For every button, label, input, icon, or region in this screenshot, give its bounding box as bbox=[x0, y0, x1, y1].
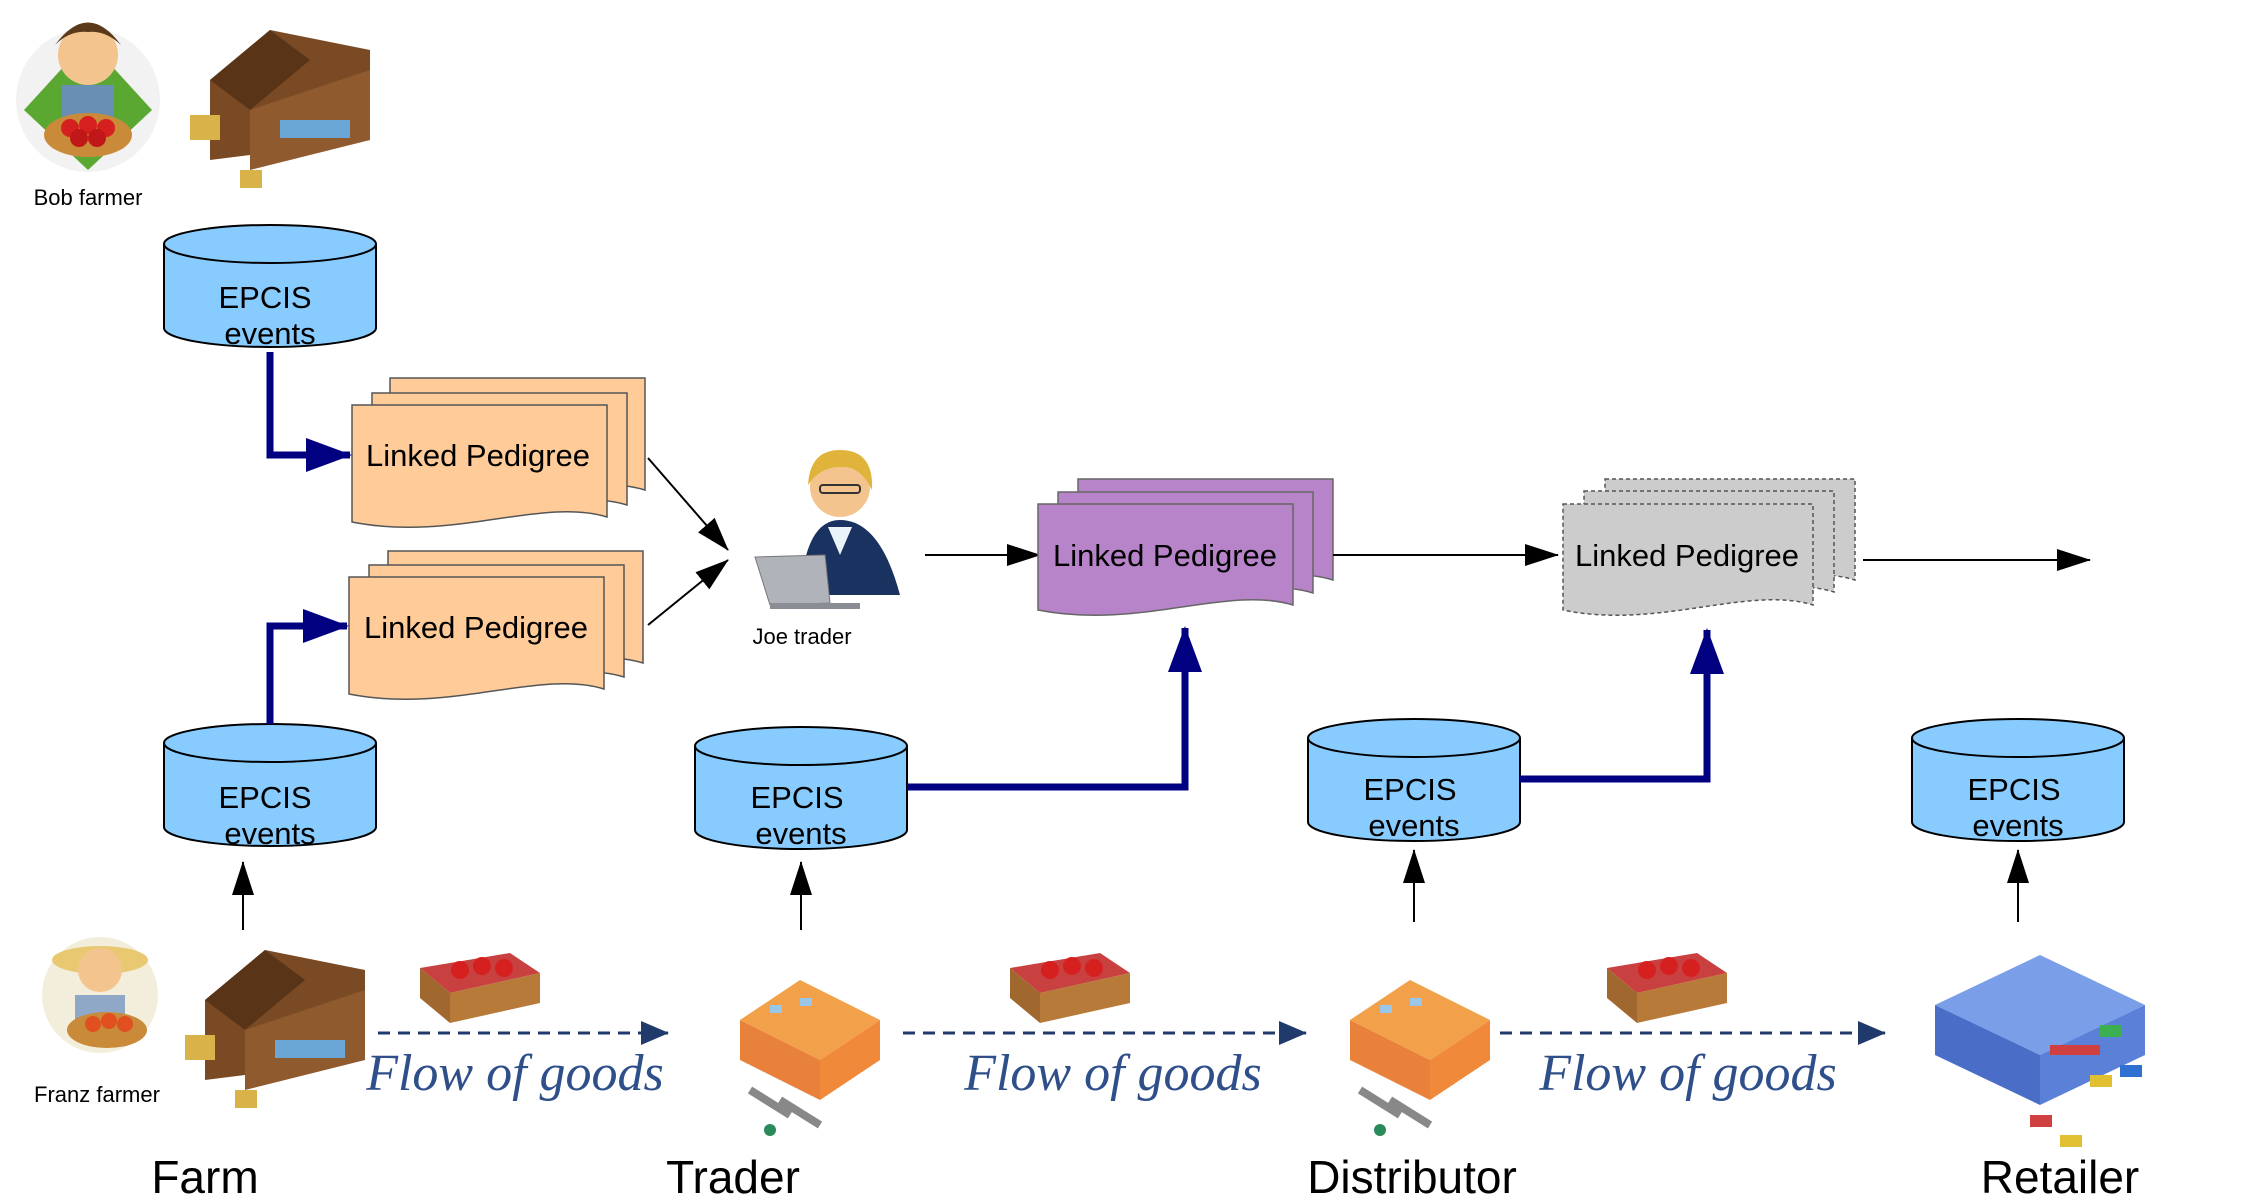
franz-farmer-label: Franz farmer bbox=[34, 1082, 160, 1107]
events-label: events bbox=[224, 816, 315, 851]
stage-label-distributor: Distributor bbox=[1307, 1151, 1517, 1201]
joe-trader-icon bbox=[754, 450, 900, 609]
epcis-db-farm-top: EPCIS events bbox=[163, 224, 377, 351]
epcis-label: EPCIS bbox=[750, 780, 843, 815]
events-label: events bbox=[224, 316, 315, 351]
franz-farmer-icon bbox=[42, 937, 158, 1053]
thick-arrow-farm-top bbox=[266, 352, 352, 472]
pedigree-doc-distributor: Linked Pedigree bbox=[1562, 478, 1856, 616]
pedigree-doc-farm-bottom: Linked Pedigree bbox=[348, 550, 644, 700]
flow-of-goods-label: Flow of goods bbox=[1538, 1045, 1837, 1102]
events-label: events bbox=[1368, 808, 1459, 843]
warehouse-icon-distributor bbox=[1350, 980, 1490, 1136]
thick-arrow-farm-bottom bbox=[266, 609, 349, 724]
apple-crate-icon bbox=[420, 953, 540, 1023]
pedigree-label: Linked Pedigree bbox=[364, 610, 588, 645]
apple-crate-icon bbox=[1607, 953, 1727, 1023]
thick-arrow-distributor-db-to-pedigree bbox=[1520, 628, 1724, 783]
barn-icon bbox=[185, 950, 365, 1108]
warehouse-icon-trader bbox=[740, 980, 880, 1136]
arrow-pedigree-to-trader-bottom bbox=[647, 559, 729, 626]
pedigree-label: Linked Pedigree bbox=[366, 438, 590, 473]
flow-of-goods-label: Flow of goods bbox=[963, 1045, 1262, 1102]
bob-farmer-label: Bob farmer bbox=[34, 185, 143, 210]
pedigree-label: Linked Pedigree bbox=[1575, 538, 1799, 573]
bob-farmer-icon bbox=[16, 22, 160, 172]
barn-icon bbox=[190, 30, 370, 188]
arrow-pedigree-to-trader-top bbox=[647, 457, 729, 551]
apple-crate-icon bbox=[1010, 953, 1130, 1023]
joe-trader-label: Joe trader bbox=[752, 624, 851, 649]
epcis-db-trader: EPCIS events bbox=[694, 726, 908, 851]
stage-label-retailer: Retailer bbox=[1981, 1151, 2140, 1201]
events-label: events bbox=[1972, 808, 2063, 843]
pedigree-doc-farm-top: Linked Pedigree bbox=[351, 377, 646, 528]
pedigree-doc-trader: Linked Pedigree bbox=[1037, 478, 1334, 616]
epcis-db-distributor: EPCIS events bbox=[1307, 718, 1521, 843]
epcis-label: EPCIS bbox=[1967, 772, 2060, 807]
pedigree-label: Linked Pedigree bbox=[1053, 538, 1277, 573]
thick-arrow-trader-db-to-pedigree bbox=[907, 626, 1202, 791]
events-label: events bbox=[755, 816, 846, 851]
stage-label-trader: Trader bbox=[666, 1151, 800, 1201]
epcis-db-farm-bottom: EPCIS events bbox=[163, 723, 377, 851]
epcis-label: EPCIS bbox=[1363, 772, 1456, 807]
stage-label-farm: Farm bbox=[151, 1151, 258, 1201]
epcis-label: EPCIS bbox=[218, 780, 311, 815]
retail-store-icon bbox=[1935, 955, 2145, 1147]
epcis-db-retailer: EPCIS events bbox=[1911, 718, 2125, 843]
flow-of-goods-label: Flow of goods bbox=[365, 1045, 664, 1102]
epcis-label: EPCIS bbox=[218, 280, 311, 315]
